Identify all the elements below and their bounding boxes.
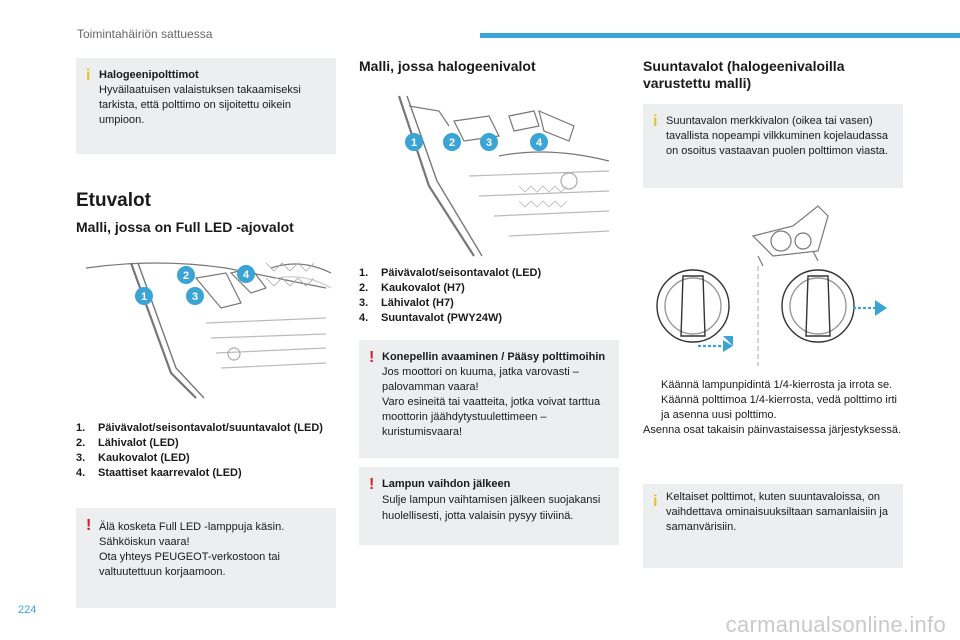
warning-line: Sähköiskun vaara! bbox=[99, 536, 190, 548]
callout-1: 1 bbox=[135, 287, 153, 305]
instruction-step: Käännä lampunpidintä 1/4-kierrosta ja ir… bbox=[661, 379, 893, 391]
info-box-indicator: i Suuntavalon merkkivalon (oikea tai vas… bbox=[643, 104, 903, 188]
warning-box-body: Jos moottori on kuuma, jatka varovasti –… bbox=[382, 366, 601, 438]
callout-2: 2 bbox=[177, 266, 195, 284]
svg-text:1: 1 bbox=[141, 291, 147, 303]
reassemble-note: Asenna osat takaisin päinvastaisessa jär… bbox=[643, 424, 902, 436]
warning-box-body: Sulje lampun vaihtamisen jälkeen suojaka… bbox=[382, 494, 601, 522]
list-item: 1.Päivävalot/seisontavalot/suuntavalot (… bbox=[76, 422, 323, 434]
svg-text:1: 1 bbox=[411, 137, 417, 149]
halogen-headlight-illustration: 1 2 3 4 bbox=[397, 95, 610, 257]
subheading-halogen: Malli, jossa halogeenivalot bbox=[359, 58, 536, 74]
warning-line: Älä kosketa Full LED -lamppuja käsin. bbox=[99, 521, 285, 533]
callout-4: 4 bbox=[530, 133, 548, 151]
callout-1: 1 bbox=[405, 133, 423, 151]
warning-icon: ! bbox=[86, 517, 92, 534]
indicator-bulb-illustration bbox=[656, 205, 887, 366]
warning-box-title: Konepellin avaaminen / Pääsy polttimoihi… bbox=[382, 351, 606, 363]
subheading-full-led: Malli, jossa on Full LED -ajovalot bbox=[76, 219, 294, 235]
info-box-body: Keltaiset polttimot, kuten suuntavaloiss… bbox=[666, 491, 888, 533]
halogen-lamp-list: 1.Päivävalot/seisontavalot (LED) 2.Kauko… bbox=[359, 266, 621, 326]
svg-text:2: 2 bbox=[183, 270, 189, 282]
svg-text:4: 4 bbox=[536, 137, 543, 149]
instruction-steps: Käännä lampunpidintä 1/4-kierrosta ja ir… bbox=[643, 378, 905, 438]
full-led-headlight-illustration: 1 2 3 4 bbox=[85, 262, 332, 399]
warning-box-hood: ! Konepellin avaaminen / Pääsy polttimoi… bbox=[359, 340, 619, 458]
subheading-indicators: Suuntavalot (halogeenivaloilla varustett… bbox=[643, 58, 845, 91]
warning-icon: ! bbox=[369, 476, 375, 493]
list-item: 2.Lähivalot (LED) bbox=[76, 437, 179, 449]
svg-text:3: 3 bbox=[486, 137, 492, 149]
warning-box-after-replace: ! Lampun vaihdon jälkeen Sulje lampun va… bbox=[359, 467, 619, 545]
svg-text:4: 4 bbox=[243, 269, 250, 281]
warning-box-title: Lampun vaihdon jälkeen bbox=[382, 478, 511, 490]
info-icon: i bbox=[653, 493, 658, 510]
header-accent-bar bbox=[480, 33, 960, 38]
warning-box-led: ! Älä kosketa Full LED -lamppuja käsin. … bbox=[76, 508, 336, 608]
full-led-lamp-list: 1.Päivävalot/seisontavalot/suuntavalot (… bbox=[76, 421, 338, 481]
page-heading: Etuvalot bbox=[76, 190, 151, 211]
callout-3: 3 bbox=[480, 133, 498, 151]
watermark: carmanualsonline.info bbox=[725, 612, 946, 637]
info-icon: i bbox=[653, 113, 658, 130]
list-item: 2.Kaukovalot (H7) bbox=[359, 282, 465, 294]
section-title: Toimintahäiriön sattuessa bbox=[77, 27, 213, 41]
info-box-halogen: i Halogeenipolttimot Hyväilaatuisen vala… bbox=[76, 58, 336, 154]
callout-3: 3 bbox=[186, 287, 204, 305]
warning-icon: ! bbox=[369, 349, 375, 366]
page-number: 224 bbox=[18, 604, 37, 616]
info-box-body: Hyväilaatuisen valaistuksen takaamiseksi… bbox=[99, 84, 301, 126]
info-box-body: Suuntavalon merkkivalon (oikea tai vasen… bbox=[666, 115, 888, 157]
callout-4: 4 bbox=[237, 265, 255, 283]
info-box-yellow-bulbs: i Keltaiset polttimot, kuten suuntavaloi… bbox=[643, 484, 903, 568]
list-item: 3.Kaukovalot (LED) bbox=[76, 452, 190, 464]
warning-line: Ota yhteys PEUGEOT-verkostoon tai valtuu… bbox=[99, 551, 280, 578]
svg-text:2: 2 bbox=[449, 137, 455, 149]
list-item: 1.Päivävalot/seisontavalot (LED) bbox=[359, 267, 542, 279]
info-icon: i bbox=[86, 67, 91, 84]
svg-text:3: 3 bbox=[192, 291, 198, 303]
list-item: 3.Lähivalot (H7) bbox=[359, 297, 454, 309]
list-item: 4.Suuntavalot (PWY24W) bbox=[359, 312, 503, 324]
callout-2: 2 bbox=[443, 133, 461, 151]
list-item: 4.Staattiset kaarrevalot (LED) bbox=[76, 467, 242, 479]
info-box-title: Halogeenipolttimot bbox=[99, 69, 199, 81]
instruction-step: Käännä polttimoa 1/4-kierrosta, vedä pol… bbox=[661, 394, 898, 421]
